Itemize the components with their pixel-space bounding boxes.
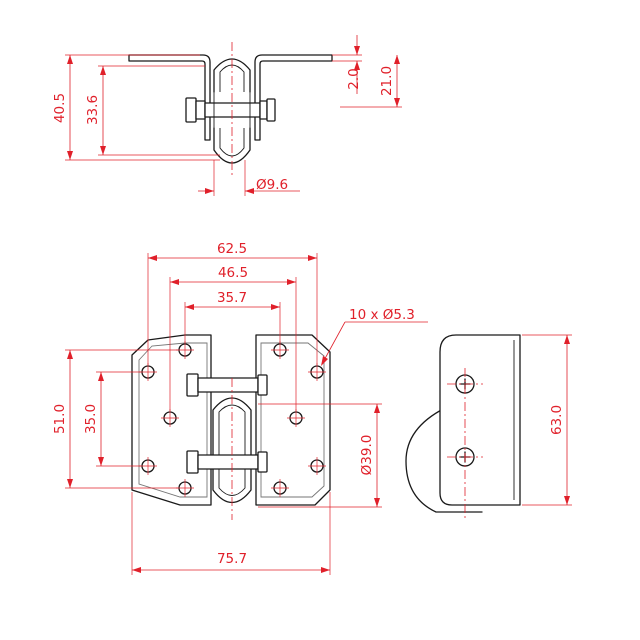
dim-dia-9-6: Ø9.6	[256, 177, 288, 193]
top-axle	[204, 102, 261, 118]
hole-callout: 10 x Ø5.3	[349, 307, 415, 323]
front-upper-bolt-head	[186, 373, 199, 397]
left-plate-holes	[141, 343, 192, 495]
dim-63-0: 63.0	[549, 405, 565, 435]
front-lower-bolt-head	[186, 450, 199, 474]
top-right-flange	[254, 54, 333, 141]
dim-75-7: 75.7	[217, 551, 247, 567]
front-upper-axle	[197, 377, 259, 393]
top-bolt-head	[185, 97, 197, 123]
dim-62-5: 62.5	[217, 241, 247, 257]
side-bracket	[439, 334, 521, 506]
right-plate	[255, 334, 331, 506]
right-plate-holes	[273, 343, 324, 495]
dim-35-7: 35.7	[217, 290, 247, 306]
dim-33-6: 33.6	[85, 95, 101, 125]
dim-35-0: 35.0	[83, 404, 99, 434]
dim-dia-39-0: Ø39.0	[359, 435, 375, 476]
left-plate	[131, 334, 212, 506]
dim-2-0: 2.0	[346, 68, 362, 89]
dim-21-0: 21.0	[379, 66, 395, 96]
top-nut	[266, 98, 276, 122]
dim-46-5: 46.5	[218, 265, 248, 281]
dim-40-5: 40.5	[52, 93, 68, 123]
top-view: 40.5 33.6 2.0 21.0 Ø9.6	[52, 35, 402, 196]
top-left-flange	[128, 54, 211, 141]
dim-51-0: 51.0	[52, 404, 68, 434]
side-view: 63.0	[405, 334, 572, 518]
side-wheel	[405, 407, 483, 513]
front-view: 62.5 46.5 35.7 10 x Ø5.3 51.0	[52, 241, 428, 575]
